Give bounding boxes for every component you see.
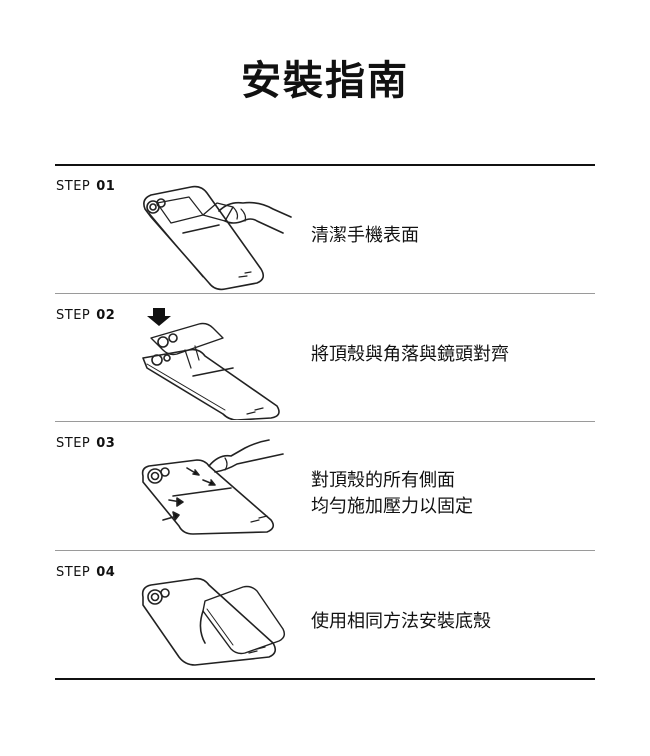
align-case-icon (142, 308, 280, 420)
divider (55, 421, 595, 422)
step-text-line: 對頂殼的所有側面 (311, 470, 455, 491)
step-text-line: 均勻施加壓力以固定 (311, 496, 473, 517)
step-text-line: 清潔手機表面 (311, 225, 419, 246)
step-label: STEP 04 (56, 565, 115, 580)
step-prefix: STEP (56, 308, 91, 323)
step-description: 對頂殼的所有側面 均勻施加壓力以固定 (311, 468, 473, 520)
press-case-icon (141, 439, 284, 535)
step-label: STEP 02 (56, 308, 115, 323)
divider (55, 678, 595, 680)
clean-phone-icon (143, 185, 292, 291)
step-label: STEP 01 (56, 179, 115, 194)
step-prefix: STEP (56, 436, 91, 451)
divider (55, 550, 595, 551)
step-text-line: 將頂殼與角落與鏡頭對齊 (311, 344, 509, 365)
step-number: 04 (96, 565, 116, 580)
step-number: 02 (96, 308, 116, 323)
step-03: STEP 03 對頂殼的所有側面 均勻施加壓力以固定 (55, 422, 595, 550)
step-number: 01 (96, 179, 116, 194)
step-prefix: STEP (56, 179, 91, 194)
step-01: STEP 01 清潔手機表面 (55, 165, 595, 293)
divider (55, 164, 595, 166)
step-description: 使用相同方法安裝底殼 (311, 609, 491, 635)
divider (55, 293, 595, 294)
step-description: 將頂殼與角落與鏡頭對齊 (311, 342, 509, 368)
step-description: 清潔手機表面 (311, 223, 419, 249)
install-bottom-case-icon (141, 577, 286, 666)
step-04: STEP 04 使用相同方法安裝底殼 (55, 551, 595, 679)
step-text-line: 使用相同方法安裝底殼 (311, 611, 491, 632)
step-prefix: STEP (56, 565, 91, 580)
step-label: STEP 03 (56, 436, 115, 451)
step-02: STEP 02 將頂殼與角落與鏡頭對齊 (55, 294, 595, 422)
page-title: 安裝指南 (241, 58, 409, 104)
step-number: 03 (96, 436, 116, 451)
